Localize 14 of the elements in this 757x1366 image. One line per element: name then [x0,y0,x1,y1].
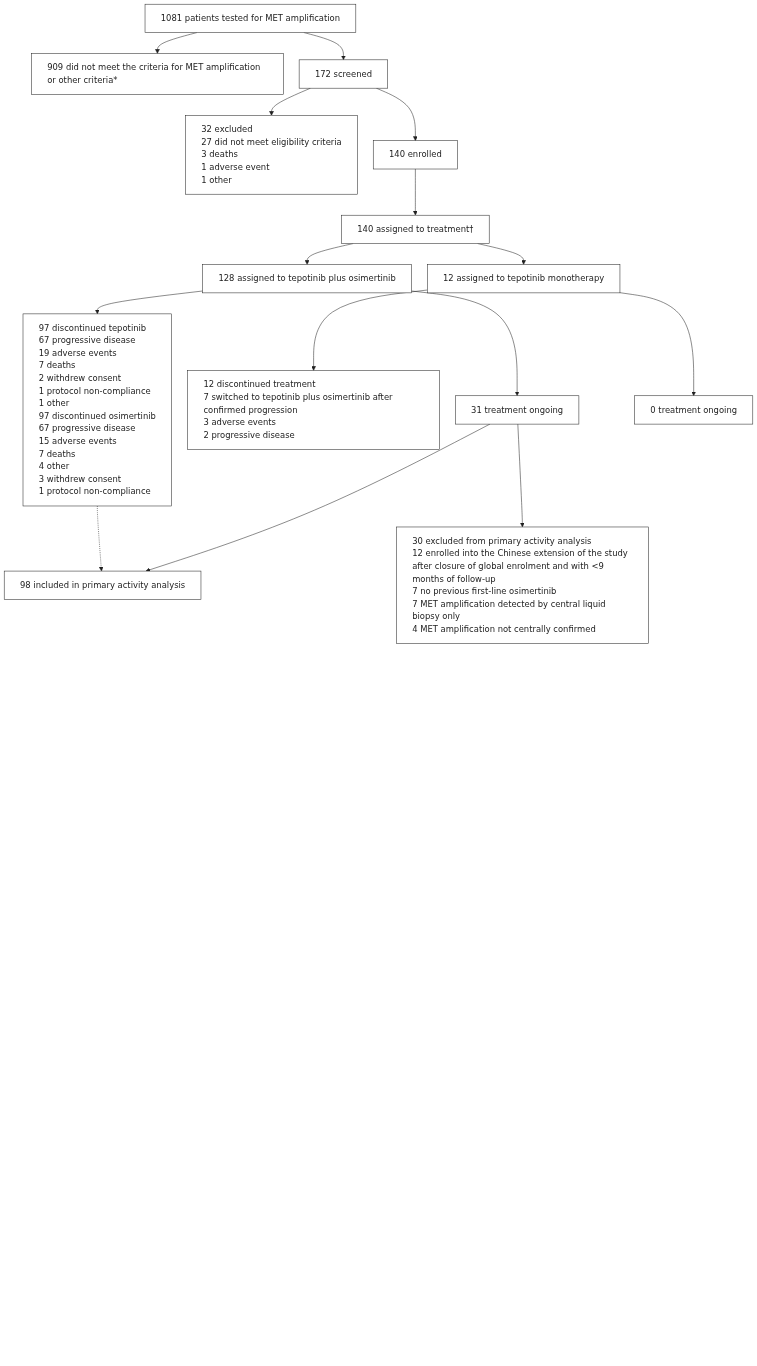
node-box: 128 assigned to tepotinib plus osimertinib [202,264,412,294]
node-box: 909 did not meet the criteria for MET amplification or other criteria* [31,53,284,95]
node-box: 97 discontinued tepotinib 67 progressive disease 19 adverse events 7 deaths 2 withdrew consent 1 protocol non-compliance 1 other 97 discontinued osimertinib 67 progressive disease 15 adverse events 7 deaths 4 other 3 withdrew consent 1 protocol non-compliance [22,313,172,507]
node-box: 98 included in primary activity analysis [3,570,202,600]
node-box: 30 excluded from primary activity analysis 12 enrolled into the Chinese extension of the study after closure of global enrolment and with <9 months of follow-up 7 no previous first-line osimertinib 7 MET amplification detected by central liquid biopsy only 4 MET amplification not centrally confirmed [396,526,649,644]
node-box: 32 excluded 27 did not meet eligibility criteria 3 deaths 1 adverse event 1 other [185,115,358,195]
node-box: 12 assigned to tepotinib monotherapy [427,264,621,294]
node-box: 140 enrolled [373,140,458,170]
node-box: 31 treatment ongoing [455,395,580,425]
node-box: 172 screened [298,59,388,89]
node-box: 1081 patients tested for MET amplification [144,3,357,33]
node-box: 12 discontinued treatment 7 switched to tepotinib plus osimertinib after confirmed progression 3 adverse events 2 progressive disease [187,370,440,450]
node-box: 140 assigned to treatment† [341,214,490,244]
node-box: 0 treatment ongoing [634,395,754,425]
